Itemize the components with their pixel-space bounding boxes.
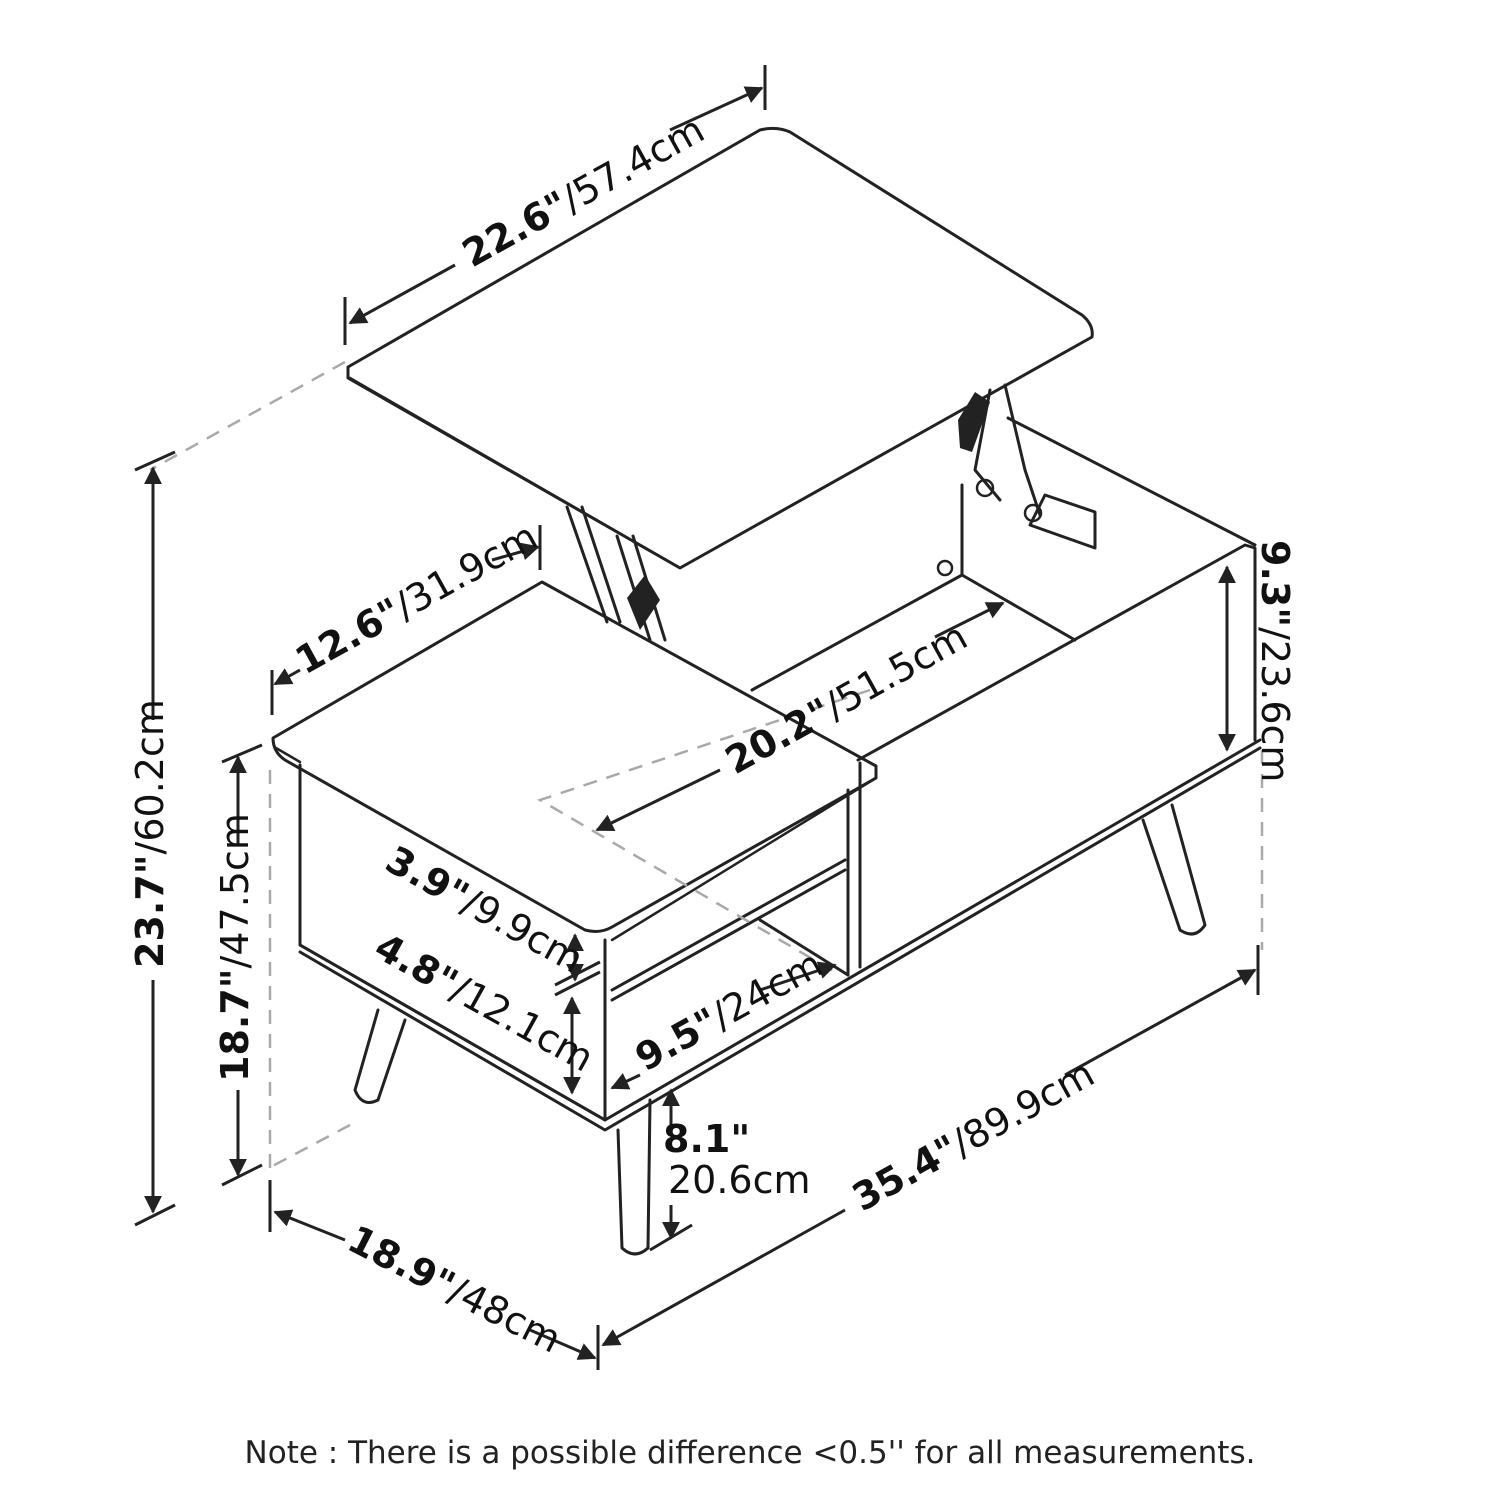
measurement-note: Note : There is a possible difference <0…: [244, 1435, 1256, 1471]
dim-leg-clearance-cm: 20.6cm: [668, 1158, 811, 1202]
dim-leg-clearance-in: 8.1": [663, 1117, 750, 1161]
guide-lines: [149, 360, 1264, 1175]
lift-mechanism-right: [958, 383, 1097, 550]
dimension-lines: [134, 65, 1260, 1370]
table-legs: [353, 803, 1207, 1256]
dim-lifted-height: 23.7"/60.2cm: [128, 699, 172, 968]
dim-top-width: 22.6"/57.4cm: [455, 107, 712, 276]
lift-mechanism-left: [565, 505, 667, 642]
storage-compartment: [750, 416, 1257, 969]
lift-top-panel: [346, 126, 1094, 570]
table-drawing: [271, 126, 1262, 1256]
dim-overall-depth: 18.9"/48cm: [341, 1217, 568, 1362]
dim-shelf-depth: 12.6"/31.9cm: [288, 514, 545, 683]
dim-compartment-height: 9.3"/23.6cm: [1253, 540, 1297, 782]
dimension-labels: 22.6"/57.4cm 12.6"/31.9cm 20.2"/51.5cm 9…: [128, 107, 1297, 1362]
dim-overall-length: 35.4"/89.9cm: [845, 1051, 1102, 1220]
dim-table-height: 18.7"/47.5cm: [213, 813, 257, 1082]
shelf-unit: [271, 580, 1262, 1132]
